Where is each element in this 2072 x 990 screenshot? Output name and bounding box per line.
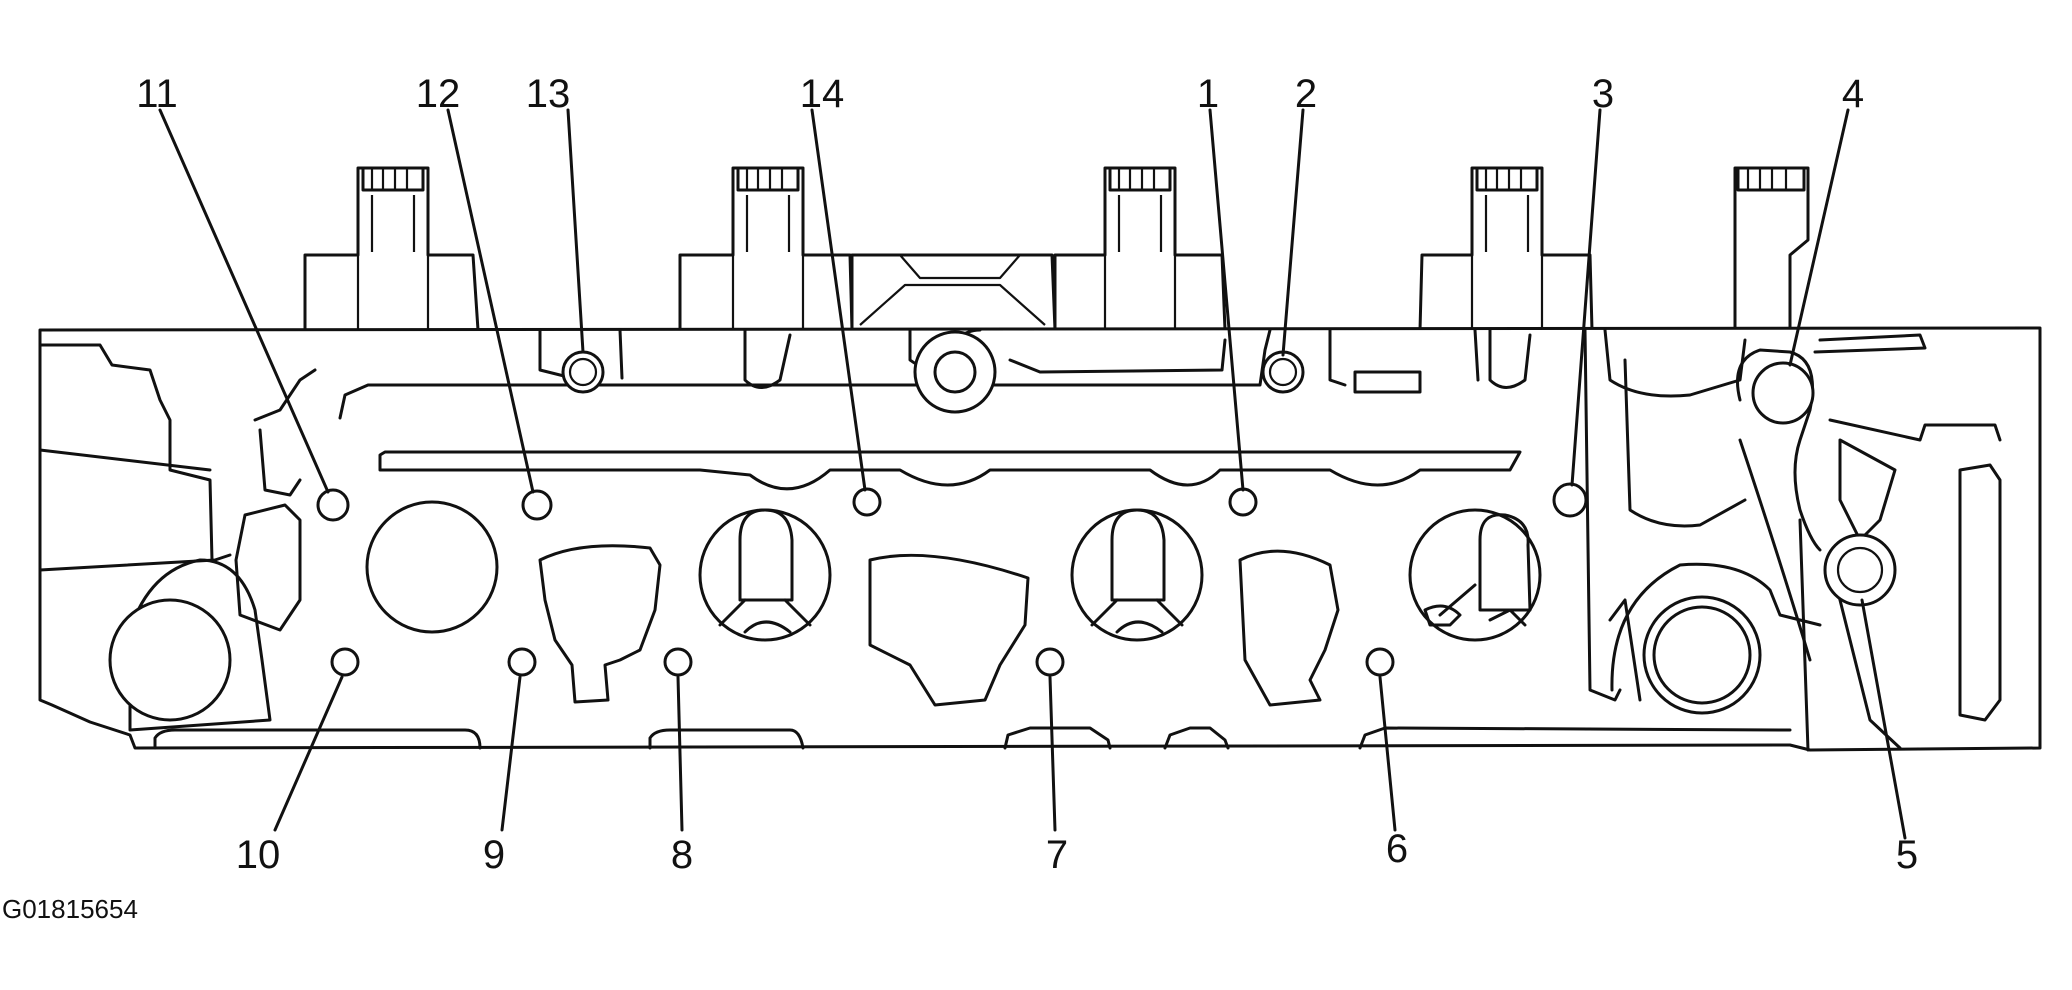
cylinder-head-body bbox=[38, 326, 2042, 752]
bolt-hole-12 bbox=[521, 489, 553, 521]
figure-id: G01815654 bbox=[2, 894, 138, 924]
bolt-hole-7 bbox=[1035, 647, 1065, 677]
bolt-label-7: 7 bbox=[1046, 833, 1068, 877]
bolt-label-8: 8 bbox=[671, 833, 693, 877]
bolt-label-13: 13 bbox=[526, 72, 571, 116]
bolt-hole-14 bbox=[852, 487, 882, 517]
bolt-labels: 1 2 3 4 5 6 7 8 9 10 11 12 13 14 bbox=[136, 72, 1918, 877]
bolt-label-2: 2 bbox=[1295, 72, 1317, 116]
bolt-label-5: 5 bbox=[1896, 833, 1918, 877]
ports-and-chambers bbox=[108, 348, 1822, 750]
bolt-hole-1 bbox=[1228, 487, 1258, 517]
bolt-hole-11 bbox=[316, 488, 350, 522]
bolt-label-3: 3 bbox=[1592, 72, 1614, 116]
bolt-label-9: 9 bbox=[483, 833, 505, 877]
bolt-hole-5 bbox=[1823, 533, 1897, 607]
bolt-hole-4 bbox=[1751, 361, 1815, 425]
bolt-label-10: 10 bbox=[236, 833, 281, 877]
bolt-label-6: 6 bbox=[1386, 827, 1408, 871]
bolt-hole-10 bbox=[330, 647, 360, 677]
bolt-hole-3 bbox=[1552, 482, 1588, 518]
bolt-label-11: 11 bbox=[136, 72, 178, 116]
bolt-hole-8 bbox=[663, 647, 693, 677]
bolt-label-1: 1 bbox=[1197, 72, 1219, 116]
camshaft-bearing-caps bbox=[303, 166, 1810, 332]
bolt-hole-9 bbox=[507, 647, 537, 677]
bolt-label-4: 4 bbox=[1842, 72, 1864, 116]
bolt-holes bbox=[316, 350, 1897, 677]
bolt-label-14: 14 bbox=[800, 72, 845, 116]
leader-lines bbox=[158, 108, 1907, 840]
bolt-hole-6 bbox=[1365, 647, 1395, 677]
bolt-label-12: 12 bbox=[416, 72, 461, 116]
